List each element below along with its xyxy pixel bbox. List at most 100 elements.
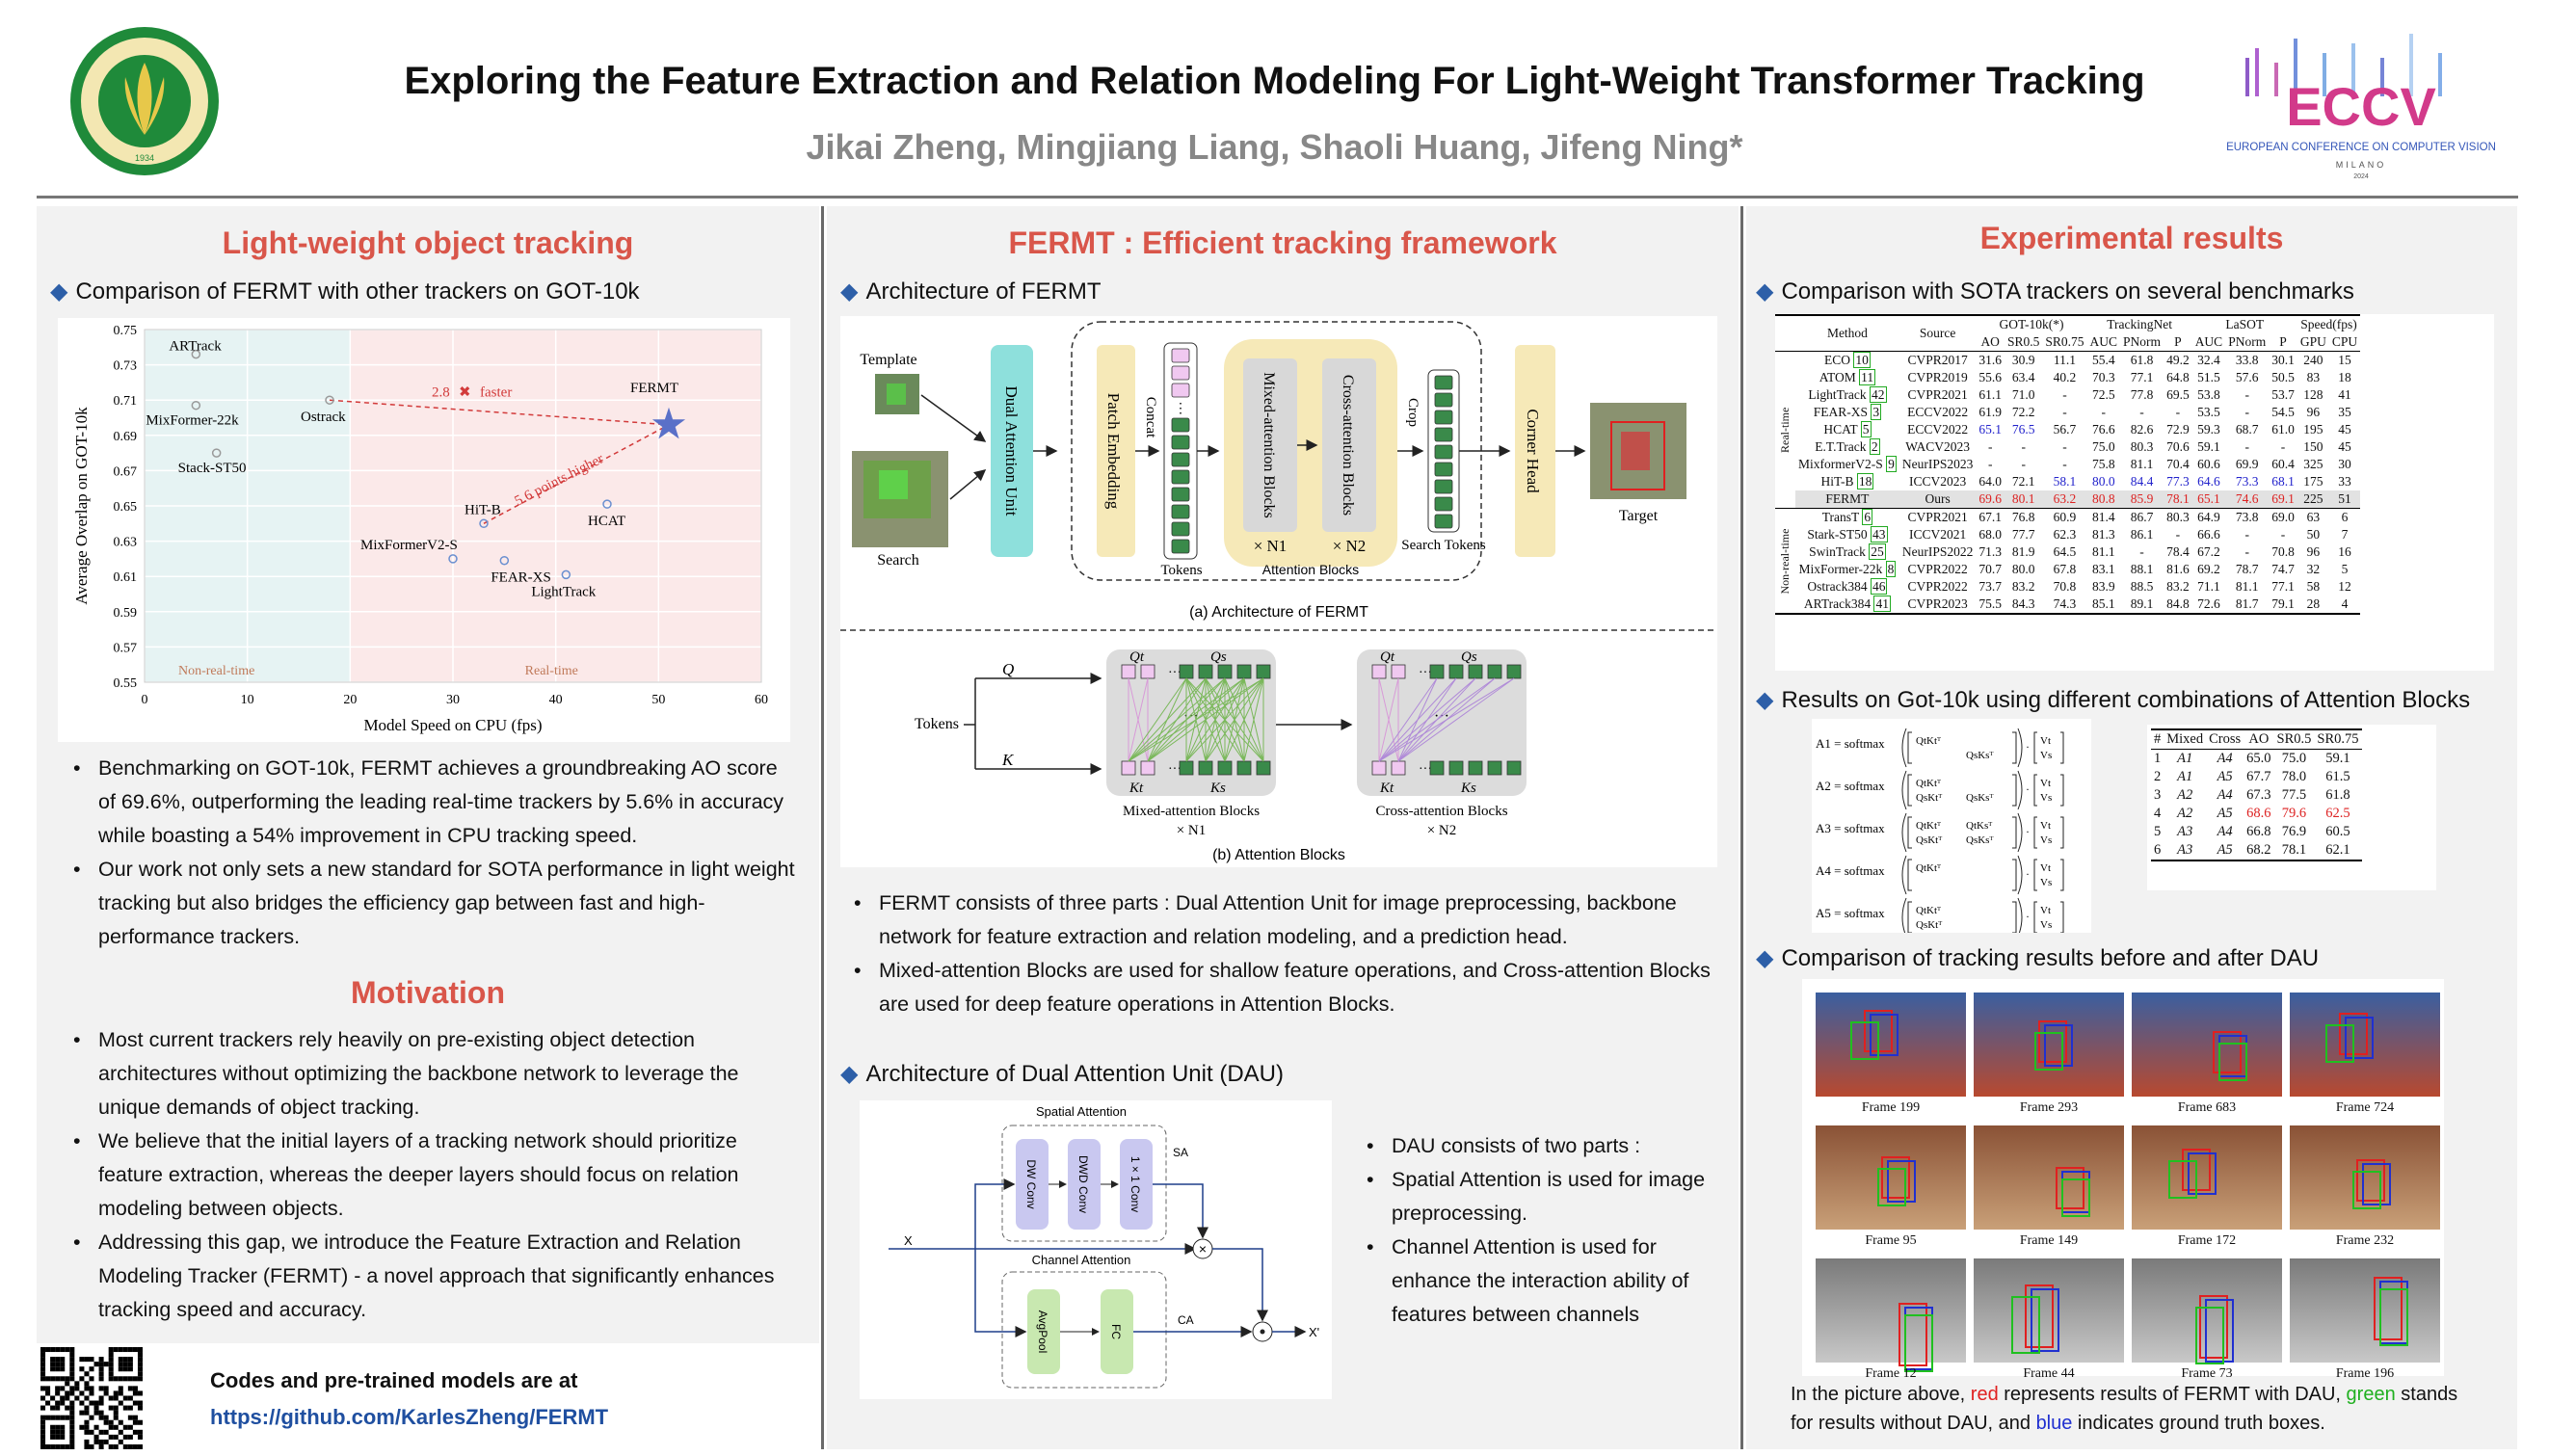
tracking-frame xyxy=(1816,1125,1966,1230)
table-cell: 83.2 xyxy=(2011,579,2035,594)
point-fear-xs xyxy=(499,555,510,566)
legend-text: In the picture above, xyxy=(1791,1384,1971,1405)
table-cell: 53.5 xyxy=(2197,405,2220,419)
eccv-logo: ECCV EUROPEAN CONFERENCE ON COMPUTER VIS… xyxy=(2217,29,2506,183)
table-cell: NeurIPS2022 xyxy=(1901,544,1974,559)
subheading-text: Architecture of Dual Attention Unit (DAU… xyxy=(865,1061,1284,1087)
table-cell: AO xyxy=(1980,334,2000,349)
section-title-lightweight: Light-weight object tracking xyxy=(222,225,634,260)
table-cell: CVPR2023 xyxy=(1907,596,1968,611)
tracking-frame xyxy=(2290,993,2440,1097)
table-cell: 67.3 xyxy=(2246,787,2271,803)
bullet-item: Most current trackers rely heavily on pr… xyxy=(73,1023,800,1125)
legend-text: stands for results without DAU, and xyxy=(1791,1384,2458,1434)
eccv-subtitle: EUROPEAN CONFERENCE ON COMPUTER VISION xyxy=(2226,142,2496,153)
table-cell: 78.0 xyxy=(2281,769,2307,784)
label-n2: × N2 xyxy=(1333,537,1367,555)
label-n1: × N1 xyxy=(1254,537,1288,555)
caption-a: (a) Architecture of FERMT xyxy=(1189,604,1368,621)
svg-text:QsKsᵀ: QsKsᵀ xyxy=(1966,792,1993,804)
bullet-item: Spatial Attention is used for image prep… xyxy=(1367,1163,1727,1231)
table-cell: 78.7 xyxy=(2235,562,2259,576)
table-cell: 60.5 xyxy=(2325,824,2350,839)
table-cell: 74.3 xyxy=(2053,596,2077,611)
table-cell: CPU xyxy=(2331,334,2358,349)
table-cell: 78.4 xyxy=(2166,544,2190,559)
svg-text:Vs: Vs xyxy=(2040,792,2052,804)
frame-label: Frame 293 xyxy=(2019,1100,2079,1115)
section-title-experimental: Experimental results xyxy=(1979,221,2284,255)
subheading-dau: ◆Architecture of Dual Attention Unit (DA… xyxy=(840,1060,1284,1088)
svg-text:···: ··· xyxy=(1168,762,1182,777)
table-cell: 80.0 xyxy=(2011,562,2035,576)
table-cell: 68.2 xyxy=(2246,842,2271,858)
table-cell: 72.1 xyxy=(2011,474,2035,489)
label-channel: Channel Attention xyxy=(1032,1253,1131,1267)
col-method: Method xyxy=(1826,326,1868,340)
frame-label: Frame 683 xyxy=(2177,1100,2237,1115)
method-name: LightTrack 42 xyxy=(1808,386,1887,403)
table-cell: 50.5 xyxy=(2271,370,2295,384)
github-link[interactable]: https://github.com/KarlesZheng/FERMT xyxy=(210,1405,609,1429)
bullet-item: Our work not only sets a new standard fo… xyxy=(73,853,800,954)
table-cell: - xyxy=(2280,439,2286,454)
subheading-text: Results on Got-10k using different combi… xyxy=(1781,687,2471,713)
label-ca: CA xyxy=(1178,1313,1194,1327)
architecture-figure: Template Search Dual Attention Unit Patc… xyxy=(840,316,1717,867)
point-label: LightTrack xyxy=(531,584,596,599)
table-cell: A2 xyxy=(2177,806,2193,821)
table-cell: 96 xyxy=(2306,544,2321,559)
table-cell: # xyxy=(2154,731,2162,747)
table-cell: 150 xyxy=(2303,439,2323,454)
y-tick-label: 0.59 xyxy=(114,606,138,621)
table-cell: 76.9 xyxy=(2281,824,2307,839)
tracking-frame xyxy=(2290,1258,2440,1363)
table-cell: 62.5 xyxy=(2325,806,2350,821)
table-cell: AUC xyxy=(2089,334,2118,349)
label-attention-blocks: Attention Blocks xyxy=(1262,562,1359,577)
table-cell: P xyxy=(2174,334,2182,349)
authors: Jikai Zheng, Mingjiang Liang, Shaoli Hua… xyxy=(806,127,1743,167)
table-cell: 11.1 xyxy=(2053,353,2077,367)
table-cell: 6 xyxy=(2154,842,2162,858)
table-cell: 62.1 xyxy=(2325,842,2350,858)
x-tick-label: 0 xyxy=(142,693,148,707)
frame-label: Frame 73 xyxy=(2181,1366,2233,1381)
table-cell: SR0.75 xyxy=(2317,731,2359,747)
legend-text: represents results of FERMT with DAU, xyxy=(1998,1384,2347,1405)
table-cell: 76.6 xyxy=(2091,422,2115,437)
label-b-tokens: Tokens xyxy=(915,716,959,732)
bullets-dau: DAU consists of two parts :Spatial Atten… xyxy=(1361,1129,1727,1332)
col-got10k: GOT-10k(*) xyxy=(1999,317,2064,331)
table-cell: 65.0 xyxy=(2246,751,2271,766)
method-name: Stark-ST50 43 xyxy=(1807,526,1888,543)
x-mark-icon: ✖ xyxy=(459,385,471,401)
annotation-faster-factor: 2.8 xyxy=(432,385,450,401)
svg-text:QtKtᵀ: QtKtᵀ xyxy=(1916,735,1941,747)
frame-label: Frame 12 xyxy=(1865,1366,1917,1381)
qr-code[interactable] xyxy=(40,1347,143,1449)
table-cell: 61.1 xyxy=(1978,387,2002,402)
table-cell: 79.6 xyxy=(2281,806,2307,821)
table-cell: - xyxy=(2062,457,2067,471)
x-tick-label: 50 xyxy=(651,693,665,707)
table-cell: AO xyxy=(2248,731,2270,747)
table-cell: PNorm xyxy=(2123,334,2162,349)
diamond-icon: ◆ xyxy=(1756,278,1774,304)
label-k: K xyxy=(1001,751,1015,769)
table-cell: - xyxy=(2175,527,2181,542)
frame-label: Frame 95 xyxy=(1865,1233,1917,1248)
table-cell: ECCV2022 xyxy=(1907,422,1969,437)
subheading-dau-compare: ◆Comparison of tracking results before a… xyxy=(1756,944,2319,972)
table-cell: 83.2 xyxy=(2166,579,2190,594)
group-label: Non-real-time xyxy=(1778,528,1792,595)
method-name: MixformerV2-S 9 xyxy=(1798,456,1897,472)
subheading-text: Comparison with SOTA trackers on several… xyxy=(1781,278,2354,304)
frame-label: Frame 172 xyxy=(2177,1233,2237,1248)
table-cell: 84.3 xyxy=(2011,596,2035,611)
svg-text:⋮: ⋮ xyxy=(1174,402,1187,416)
